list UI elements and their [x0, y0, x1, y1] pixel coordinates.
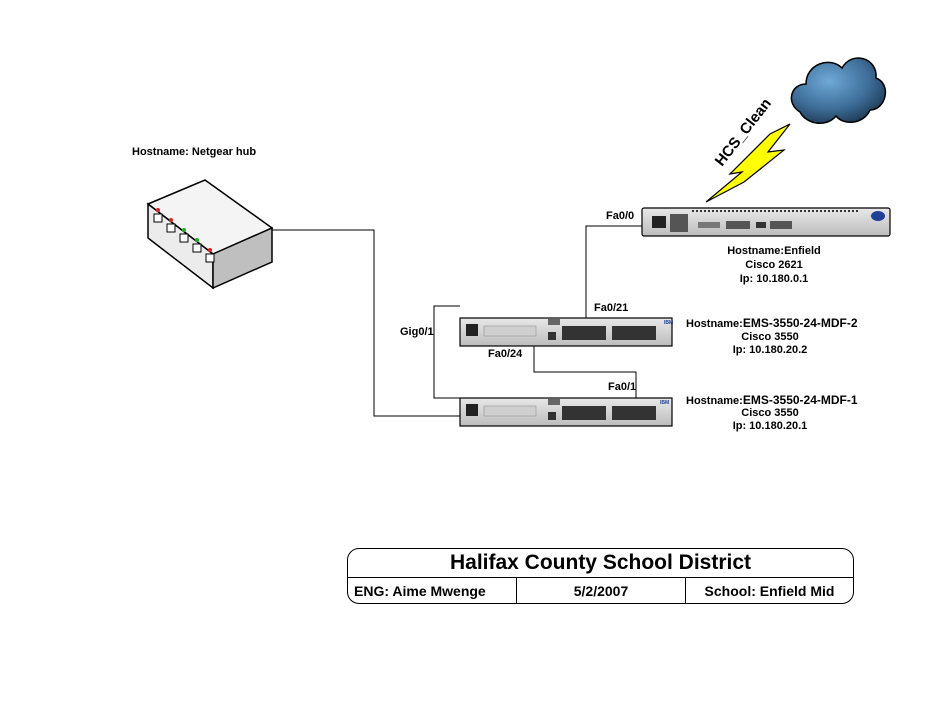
- link-mdf2-fa24-to-mdf1: [533, 346, 637, 398]
- mdf1-port-block-icon: [562, 406, 606, 420]
- link-hub-to-mdf1: [272, 229, 460, 417]
- engineer-field: ENG: Aime Mwenge: [348, 578, 517, 603]
- switch-mdf-2: IBM: [459, 317, 673, 347]
- mdf2-ip: Ip: 10.180.20.2: [733, 344, 808, 356]
- link-router-to-mdf2: [585, 225, 642, 318]
- date-field: 5/2/2007: [517, 578, 686, 603]
- connection-lines: [272, 225, 642, 417]
- hub-hostname-label: Hostname: Netgear hub: [132, 146, 256, 158]
- router-ip: Ip: 10.180.0.1: [740, 273, 809, 285]
- cloud-icon: [790, 57, 887, 124]
- router-port-label: Fa0/0: [606, 210, 634, 222]
- link-mdf2-gig-to-mdf1: [433, 305, 460, 399]
- netgear-hub: [146, 179, 274, 290]
- hub-led-icon: [156, 208, 212, 252]
- router-logo-icon: [871, 211, 885, 221]
- school-field: School: Enfield Mid: [704, 583, 835, 599]
- mdf1-port-block-icon: [612, 406, 656, 420]
- mdf2-model: Cisco 3550: [741, 331, 798, 343]
- mdf1-model: Cisco 3550: [741, 407, 798, 419]
- mdf1-hostname-prefix: Hostname:: [686, 395, 743, 407]
- mdf1-port-label: Fa0/1: [608, 381, 636, 393]
- hub-port-icon: [153, 213, 215, 263]
- mdf2-hostname-prefix: Hostname:: [686, 318, 743, 330]
- title-block: Halifax County School District ENG: Aime…: [347, 548, 854, 604]
- switch-mdf-1: IBM: [459, 397, 673, 427]
- router-model: Cisco 2621: [745, 259, 802, 271]
- mdf2-power-icon: [466, 324, 478, 336]
- mdf1-power-icon: [466, 404, 478, 416]
- title-block-info-row: ENG: Aime Mwenge 5/2/2007 School: Enfiel…: [348, 578, 853, 603]
- mdf1-hostname-value: EMS-3550-24-MDF-1: [743, 393, 858, 407]
- mdf2-hostname: Hostname:EMS-3550-24-MDF-2: [686, 316, 858, 330]
- mdf2-brand: IBM: [664, 320, 673, 326]
- gig-port-label: Gig0/1: [400, 326, 434, 338]
- title-block-title: Halifax County School District: [348, 549, 853, 578]
- mdf2-hostname-value: EMS-3550-24-MDF-2: [743, 316, 858, 330]
- mdf1-hostname: Hostname:EMS-3550-24-MDF-1: [686, 393, 858, 407]
- router-power-icon: [652, 216, 666, 228]
- mdf2-port-block-icon: [612, 326, 656, 340]
- lightning-bolt-icon: [705, 123, 791, 203]
- mdf1-ip: Ip: 10.180.20.1: [733, 420, 808, 432]
- router-hostname: Hostname:Enfield: [727, 245, 821, 257]
- mdf2-port-up-label: Fa0/21: [594, 302, 628, 314]
- mdf2-port-block-icon: [562, 326, 606, 340]
- mdf2-port-down-label: Fa0/24: [488, 348, 523, 360]
- router-cisco-2621: [641, 207, 891, 237]
- mdf1-brand: IBM: [660, 400, 669, 406]
